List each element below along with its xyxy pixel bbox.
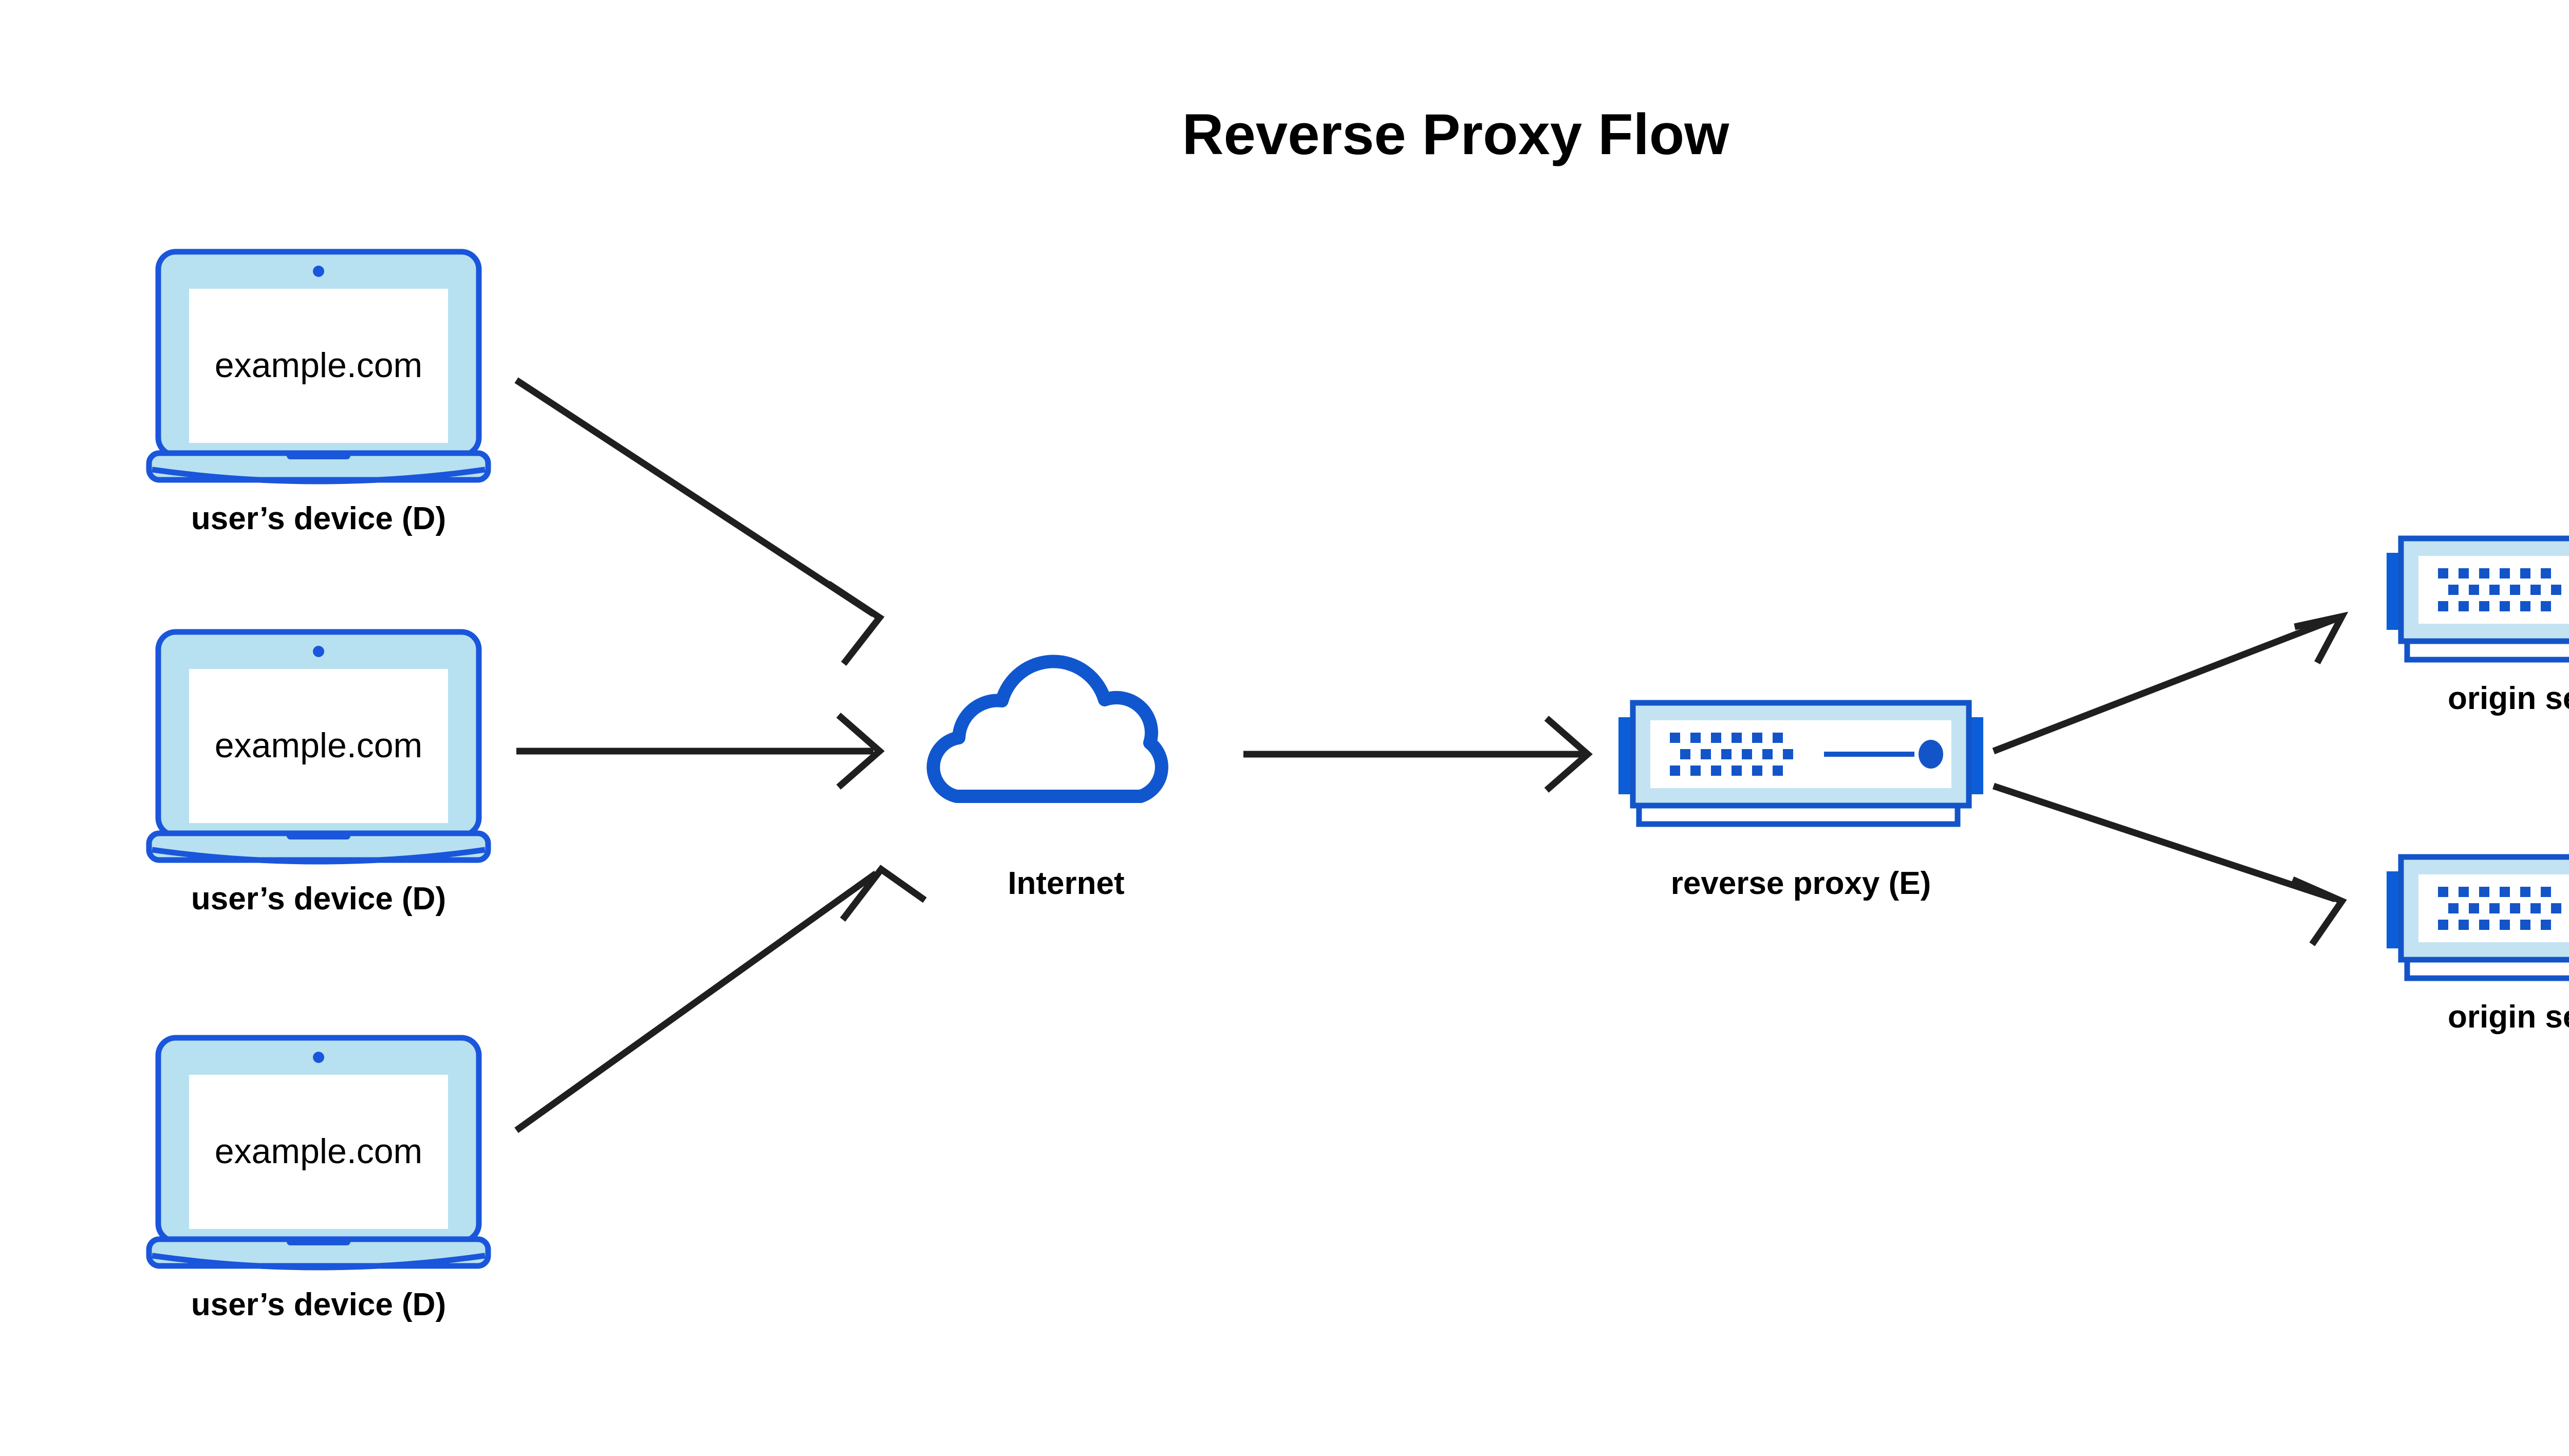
node-origin-server-1[interactable]: origin server (F): [2387, 538, 2569, 716]
page-title: Reverse Proxy Flow: [1182, 102, 1729, 166]
edge-proxy-to-origin1: [1992, 611, 2349, 755]
edge-device2-to-internet: [516, 713, 885, 790]
edge-group: [514, 377, 2349, 1133]
device-screen-url: example.com: [215, 1132, 422, 1171]
device-3-label: user’s device (D): [191, 1287, 446, 1322]
node-internet[interactable]: Internet: [934, 662, 1162, 901]
node-user-device-3[interactable]: example.com user’s device (D): [149, 1038, 488, 1322]
node-user-device-1[interactable]: example.com user’s device (D): [149, 252, 488, 536]
device-screen-url: example.com: [215, 726, 422, 765]
edge-internet-to-proxy: [1243, 716, 1593, 793]
origin-server-2-label: origin server (F): [2448, 999, 2569, 1035]
edge-device3-to-internet: [514, 865, 927, 1133]
device-screen-url: example.com: [215, 346, 422, 385]
node-reverse-proxy[interactable]: reverse proxy (E): [1618, 703, 1983, 901]
internet-label: Internet: [1008, 866, 1124, 901]
server-icon: [1618, 703, 1983, 824]
device-1-label: user’s device (D): [191, 501, 446, 536]
edge-device1-to-internet: [514, 377, 885, 666]
device-2-label: user’s device (D): [191, 881, 446, 917]
server-icon: [2387, 538, 2569, 660]
node-user-device-2[interactable]: example.com user’s device (D): [149, 632, 488, 917]
cloud-icon: [934, 662, 1162, 796]
origin-server-1-label: origin server (F): [2448, 681, 2569, 716]
reverse-proxy-label: reverse proxy (E): [1671, 866, 1931, 901]
edge-proxy-to-origin2: [1992, 782, 2347, 946]
node-origin-server-2[interactable]: origin server (F): [2387, 857, 2569, 1035]
server-icon: [2387, 857, 2569, 978]
